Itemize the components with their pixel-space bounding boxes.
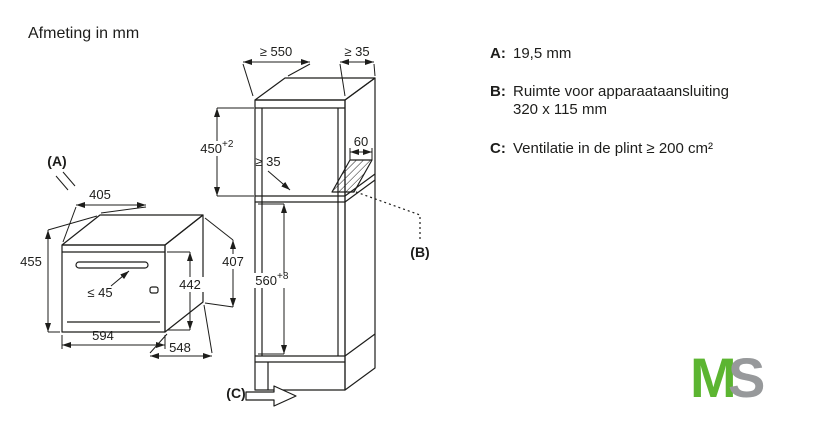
connection-width-label: 60	[354, 134, 368, 149]
legend-c-text: Ventilatie in de plint ≥ 200 cm²	[513, 140, 713, 157]
niche-height-tolerance: +2	[222, 139, 234, 150]
cabinet-side-face	[344, 77, 376, 391]
label-bg	[249, 273, 293, 288]
b-leader-dotted	[355, 191, 421, 242]
logo-letter-m: M	[690, 346, 737, 409]
legend-b-text-line2: 320 x 115 mm	[513, 101, 607, 118]
oven-side-face	[164, 214, 204, 333]
brand-logo: M S	[690, 346, 765, 409]
oven-dimension-labels: (A) 405 455 442 407 ≤ 45 594 548	[20, 153, 247, 355]
logo-letter-s: S	[728, 346, 765, 409]
cabinet-label-b: (B)	[410, 244, 429, 260]
oven-drawing	[61, 214, 204, 333]
oven-height-back-label: 407	[222, 254, 244, 269]
cabinet-top-face	[254, 77, 376, 101]
cabinet-front-face	[254, 99, 346, 391]
oven-height-total-label: 455	[20, 254, 42, 269]
cabinet-dimension-lines	[214, 59, 376, 355]
legend-row-a: A: 19,5 mm	[490, 45, 571, 62]
legend-row-b: B: Ruimte voor apparaataansluiting 320 x…	[490, 83, 729, 118]
page-title: Afmeting in mm	[28, 25, 139, 42]
legend: A: 19,5 mm B: Ruimte voor apparaataanslu…	[490, 45, 729, 157]
oven-width-label: 594	[92, 328, 114, 343]
lower-height-label: 560	[255, 273, 277, 288]
oven-label-a: (A)	[47, 153, 66, 169]
label-bg	[176, 277, 204, 292]
cabinet-label-c: (C)	[226, 385, 245, 401]
oven-top-depth-label: 405	[89, 187, 111, 202]
cabinet-depth-min-label: ≥ 550	[260, 44, 292, 59]
cabinet-dimension-labels: ≥ 550 ≥ 35 450 +2 ≥ 35 60 (B) 560 +8 (C)	[197, 44, 430, 401]
label-bg	[219, 254, 247, 269]
cabinet-side-gap-label: ≥ 35	[255, 154, 280, 169]
legend-c-key: C:	[490, 140, 506, 157]
legend-a-text: 19,5 mm	[513, 45, 571, 62]
oven-height-body-label: 442	[179, 277, 201, 292]
legend-b-key: B:	[490, 83, 506, 100]
oven-handle	[75, 261, 149, 269]
oven-latch	[149, 286, 159, 294]
legend-a-key: A:	[490, 45, 506, 62]
ventilation-arrow	[245, 385, 297, 407]
lower-height-tolerance: +8	[277, 271, 289, 282]
oven-handle-label: ≤ 45	[87, 285, 112, 300]
legend-row-c: C: Ventilatie in de plint ≥ 200 cm²	[490, 140, 713, 157]
cabinet-top-gap-label: ≥ 35	[344, 44, 369, 59]
niche-height-label: 450	[200, 141, 222, 156]
cabinet-drawing	[245, 77, 421, 407]
oven-depth-label: 548	[169, 340, 191, 355]
label-bg	[197, 141, 239, 156]
legend-b-text: Ruimte voor apparaataansluiting	[513, 83, 729, 100]
